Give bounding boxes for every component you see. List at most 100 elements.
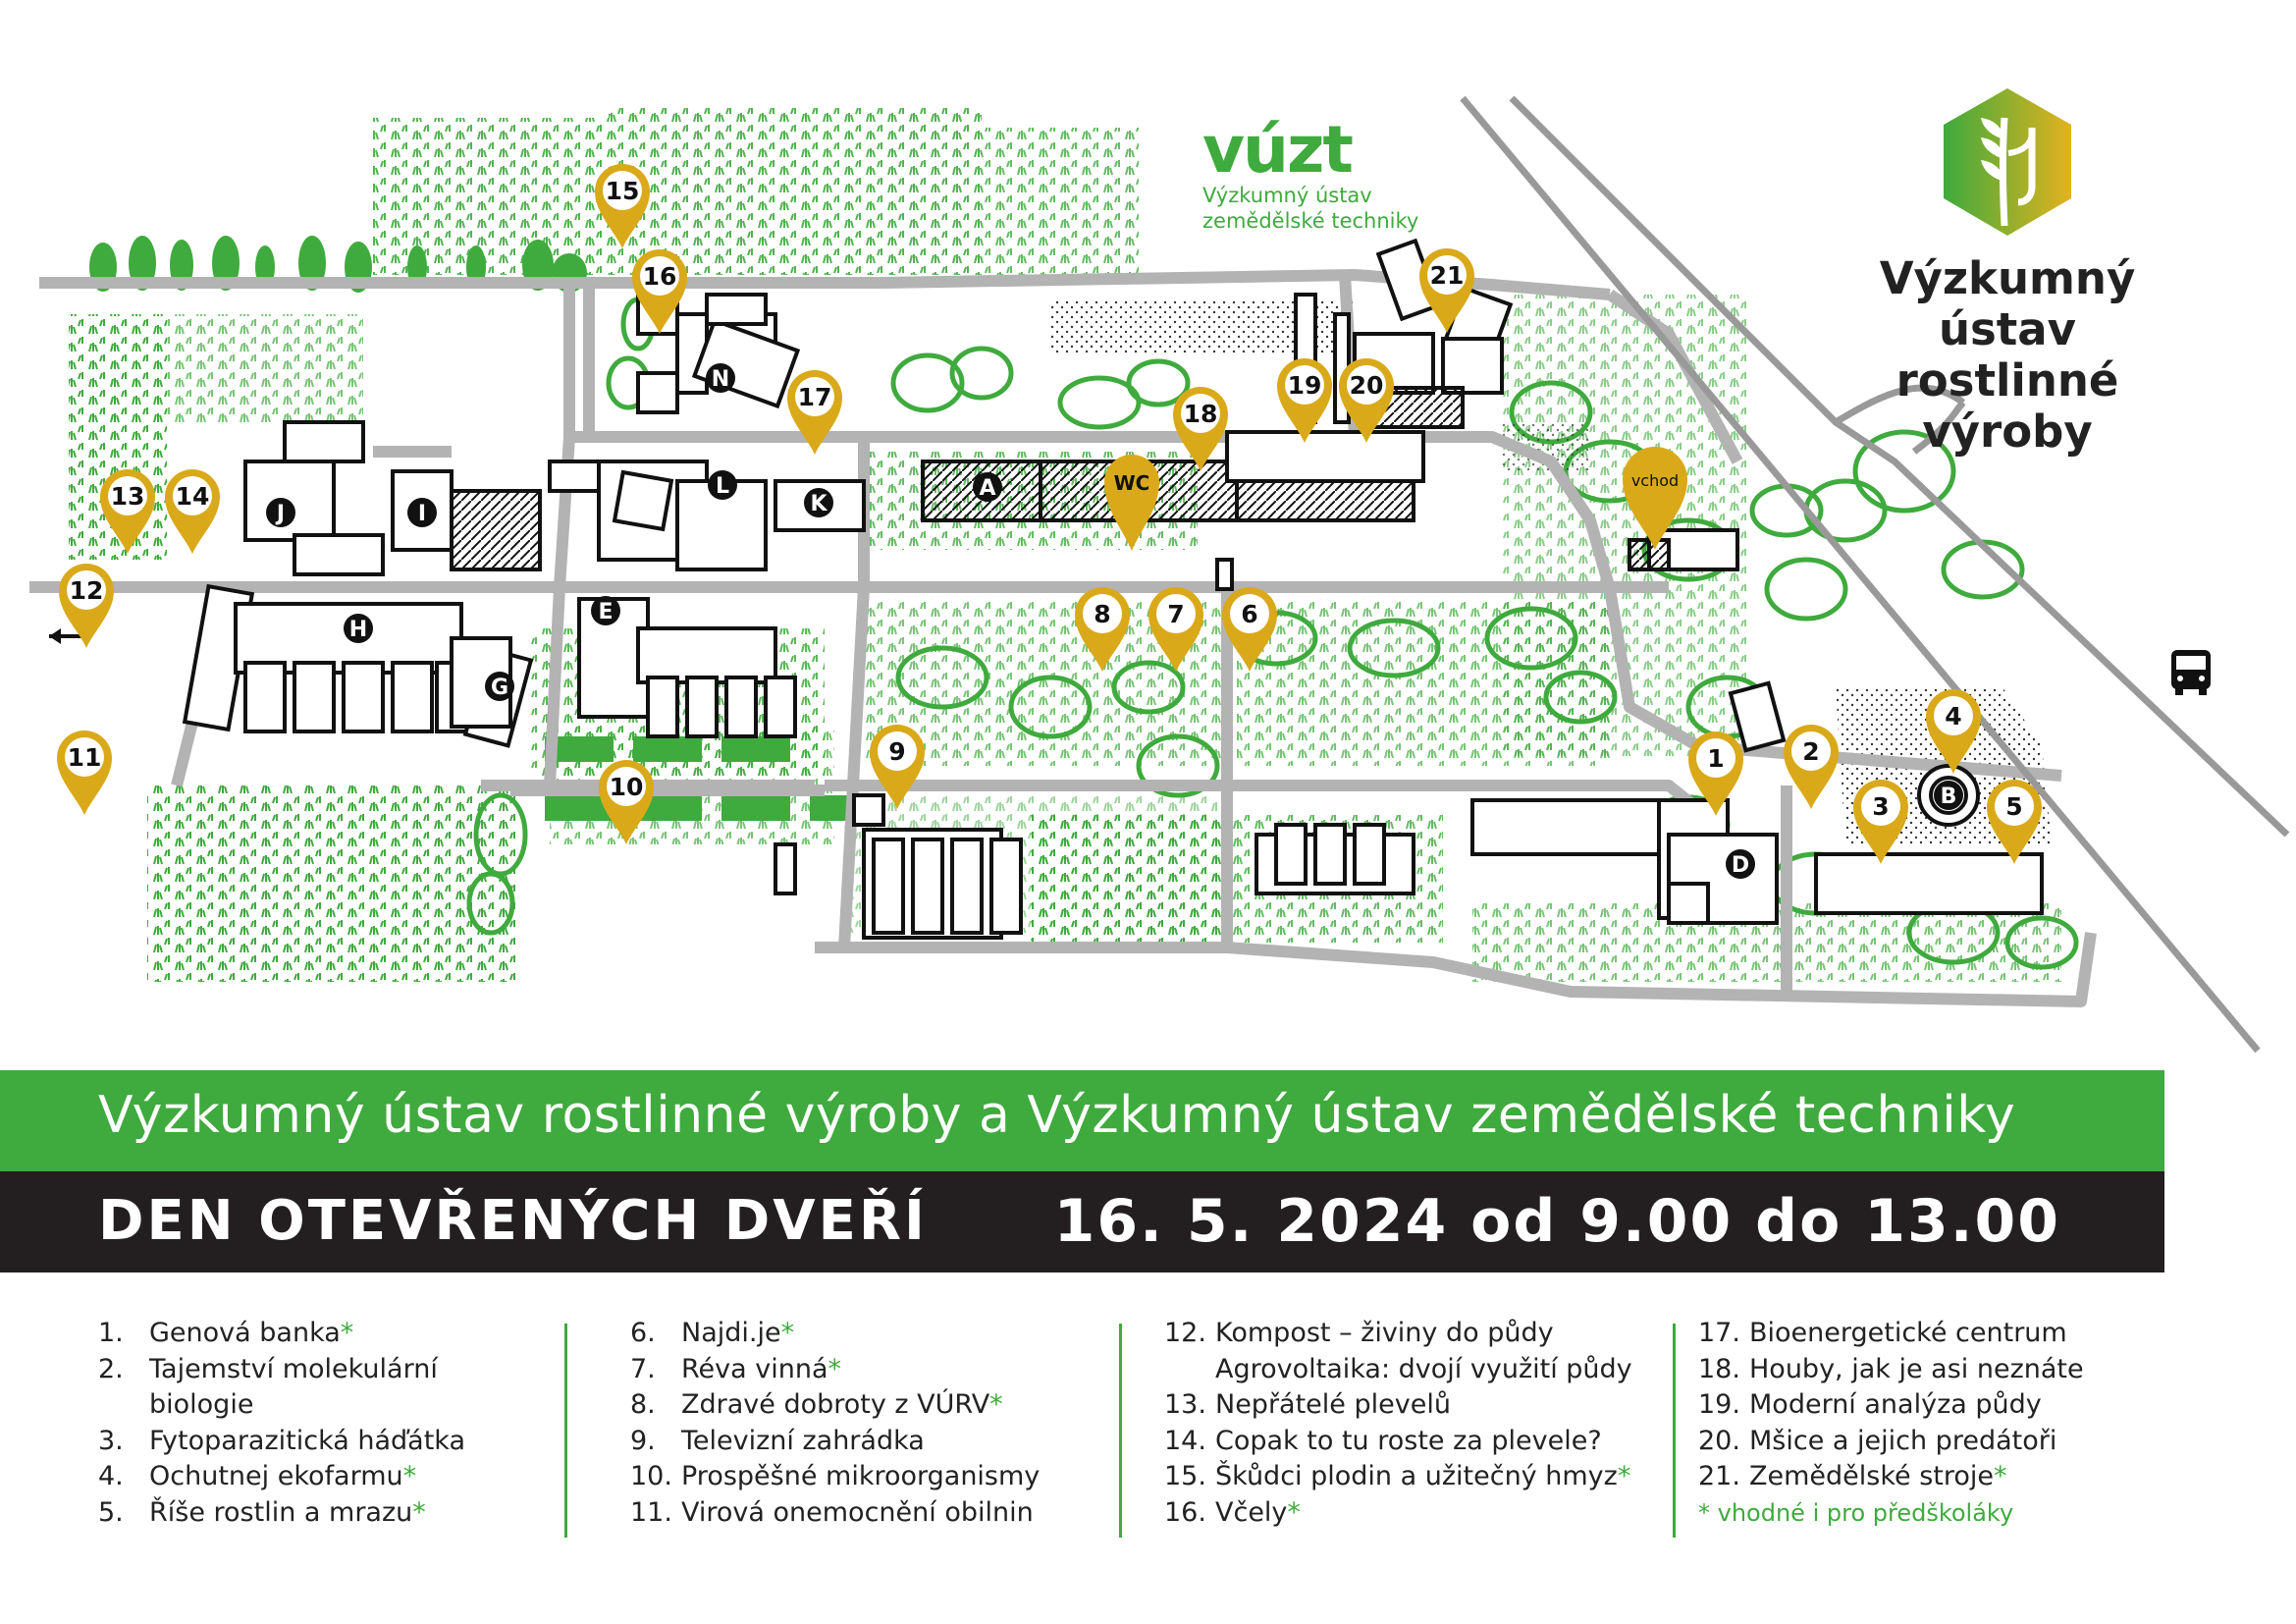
legend-item: 14.Copak to tu roste za plevele? [1164, 1425, 1602, 1456]
svg-text:11: 11 [68, 743, 102, 772]
legend-item: 16.Včely* [1164, 1496, 1301, 1528]
pin-5[interactable]: 5 [1987, 780, 2042, 864]
svg-text:vchod: vchod [1631, 471, 1679, 490]
pin-19[interactable]: 19 [1277, 358, 1332, 443]
pin-1[interactable]: 1 [1688, 731, 1743, 816]
svg-text:K: K [810, 492, 828, 516]
legend-divider [1673, 1324, 1676, 1538]
legend-column-4: 17.Bioenergetické centrum 18.Houby, jak … [1698, 1316, 2084, 1531]
pin-7[interactable]: 7 [1148, 587, 1203, 672]
svg-text:3: 3 [1872, 792, 1889, 821]
svg-text:21: 21 [1430, 261, 1465, 290]
building-a[interactable]: A [973, 472, 1002, 502]
vuzt-logo-word: vúzt [1202, 112, 1354, 188]
legend-item: 7.Réva vinná* [630, 1353, 842, 1384]
legend-item: 13.Nepřátelé plevelů [1164, 1389, 1451, 1420]
svg-text:15: 15 [606, 177, 640, 205]
svg-text:A: A [979, 476, 995, 501]
svg-text:5: 5 [2005, 792, 2022, 821]
institutes-text: Výzkumný ústav rostlinné výroby a Výzkum… [98, 1086, 2016, 1145]
pin-8[interactable]: 8 [1075, 587, 1130, 672]
pin-2[interactable]: 2 [1784, 725, 1839, 809]
institute-title-line2: rostlinné výroby [1896, 354, 2119, 458]
legend-item: 8.Zdravé dobroty z VÚRV* [630, 1389, 1003, 1420]
vuzt-logo-line1: Výzkumný ústav [1202, 184, 1372, 207]
svg-text:D: D [1732, 853, 1749, 878]
building-e[interactable]: E [591, 596, 620, 625]
legend-column-3: 12.Kompost – živiny do půdy Agrovoltaika… [1164, 1316, 1632, 1531]
pin-3[interactable]: 3 [1853, 780, 1908, 864]
legend-item: 20.Mšice a jejich predátoři [1698, 1425, 2057, 1456]
legend-item: 21.Zemědělské stroje* [1698, 1461, 2007, 1491]
event-banner: DEN OTEVŘENÝCH DVEŘÍ 16. 5. 2024 od 9.00… [0, 1171, 2164, 1272]
svg-text:16: 16 [643, 262, 677, 291]
svg-text:1: 1 [1707, 744, 1724, 773]
pin-11[interactable]: 11 [57, 731, 112, 815]
pin-12[interactable]: 12 [59, 564, 114, 648]
svg-text:4: 4 [1945, 702, 1961, 731]
building-labels: A B D E G H I J K L N [266, 363, 1963, 879]
svg-text:6: 6 [1241, 600, 1257, 628]
legend-item: 5.Říše rostlin a mrazu* [98, 1496, 426, 1528]
pin-15[interactable]: 15 [595, 164, 650, 248]
pin-9[interactable]: 9 [870, 725, 925, 809]
building-j[interactable]: J [266, 498, 295, 527]
building-i[interactable]: I [407, 498, 437, 527]
pin-14[interactable]: 14 [165, 469, 220, 554]
legend-item: 10.Prospěšné mikroorganismy [630, 1461, 1041, 1491]
building-n[interactable]: N [706, 363, 735, 393]
legend-item: 9.Televizní zahrádka [630, 1425, 925, 1456]
svg-text:7: 7 [1167, 600, 1184, 628]
pin-20[interactable]: 20 [1339, 358, 1394, 443]
vuzt-logo: vúzt Výzkumný ústav zemědělské techniky [1202, 118, 1418, 234]
legend-item: 18.Houby, jak je asi neznáte [1698, 1353, 2084, 1384]
building-b[interactable]: B [1934, 781, 1963, 810]
legend-item: 12.Kompost – živiny do půdy [1164, 1318, 1554, 1348]
pin-13[interactable]: 13 [100, 469, 155, 554]
entrance-pin[interactable]: vchod [1623, 447, 1687, 550]
legend-item: 3.Fytoparazitická háďátka [98, 1425, 465, 1456]
pins-layer: 1 2 3 4 5 6 7 8 9 10 11 12 13 14 15 16 1… [57, 164, 2042, 864]
legend-item: 19.Moderní analýza půdy [1698, 1389, 2042, 1420]
pin-4[interactable]: 4 [1926, 689, 1981, 774]
event-datetime: 16. 5. 2024 od 9.00 do 13.00 [1053, 1187, 2060, 1256]
svg-text:9: 9 [888, 737, 905, 766]
pin-21[interactable]: 21 [1419, 248, 1474, 333]
svg-text:20: 20 [1350, 371, 1384, 400]
svg-text:2: 2 [1802, 737, 1819, 766]
pin-6[interactable]: 6 [1222, 587, 1277, 672]
legend-item: 4.Ochutnej ekofarmu* [98, 1461, 417, 1491]
svg-text:10: 10 [610, 773, 644, 801]
svg-text:L: L [716, 474, 729, 499]
legend-divider [1119, 1324, 1122, 1538]
pin-18[interactable]: 18 [1173, 387, 1228, 471]
building-g[interactable]: G [485, 672, 514, 701]
svg-text:18: 18 [1184, 400, 1218, 428]
institute-title: Výzkumný ústav rostlinné výroby [1821, 253, 2194, 458]
legend-column-2: 6.Najdi.je* 7.Réva vinná* 8.Zdravé dobro… [630, 1316, 1040, 1531]
legend-item: 15.Škůdci plodin a užitečný hmyz* [1164, 1461, 1631, 1491]
pin-17[interactable]: 17 [787, 370, 842, 455]
legend-item: 6.Najdi.je* [630, 1318, 795, 1348]
legend-item: 17.Bioenergetické centrum [1698, 1318, 2067, 1348]
building-h[interactable]: H [344, 614, 373, 643]
svg-text:12: 12 [70, 576, 104, 605]
highway [1460, 95, 2290, 1054]
building-d[interactable]: D [1726, 849, 1755, 879]
building-k[interactable]: K [804, 488, 833, 517]
legend-column-1: 1.Genová banka* 2.Tajemství molekulární … [98, 1316, 465, 1531]
svg-text:B: B [1941, 785, 1957, 809]
svg-text:H: H [349, 618, 367, 642]
vuzt-logo-line2: zemědělské techniky [1202, 209, 1419, 233]
institute-title-line1: Výzkumný ústav [1879, 252, 2136, 355]
svg-text:I: I [418, 502, 426, 526]
pin-16[interactable]: 16 [632, 249, 687, 334]
pin-10[interactable]: 10 [599, 760, 654, 844]
legend-item: biologie [149, 1389, 254, 1420]
legend-item: Agrovoltaika: dvojí využití půdy [1215, 1353, 1632, 1384]
wc-pin[interactable]: WC [1104, 455, 1159, 551]
vurv-logo [1944, 88, 2071, 236]
legend-divider [564, 1324, 567, 1538]
building-l[interactable]: L [708, 470, 737, 500]
svg-text:WC: WC [1114, 471, 1150, 495]
